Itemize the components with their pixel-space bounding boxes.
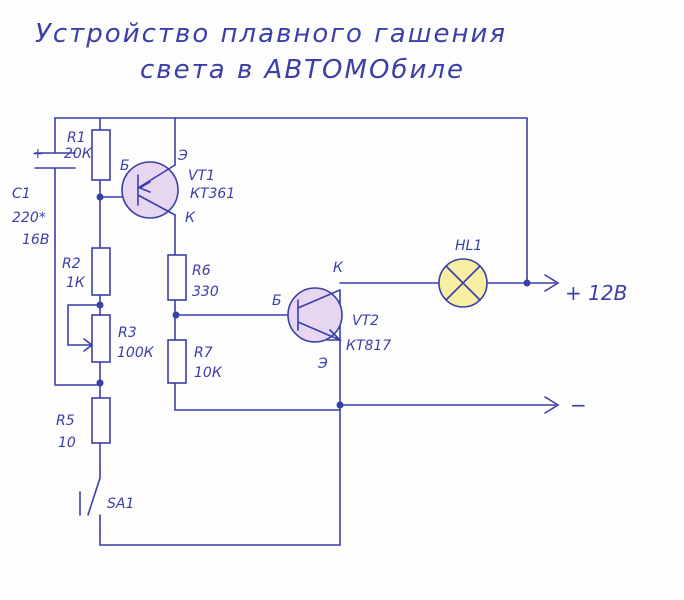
r7-name: R7 xyxy=(194,345,213,361)
nodes xyxy=(96,193,531,409)
vt2-name: VT2 xyxy=(352,313,379,329)
c1-name: C1 xyxy=(12,186,31,202)
r3-name: R3 xyxy=(118,325,137,341)
r5-value: 10 xyxy=(58,435,76,451)
r5-name: R5 xyxy=(56,413,75,429)
r6-value: 330 xyxy=(192,284,219,300)
vt1-transistor xyxy=(121,161,179,219)
hl1-lamp xyxy=(438,258,488,308)
vt1-emitter-label: Э xyxy=(177,148,188,164)
r1-name: R1 xyxy=(67,130,86,146)
sa1-switch xyxy=(79,469,112,531)
vt2-transistor xyxy=(287,287,343,343)
vt1-type: КТ361 xyxy=(190,186,235,202)
c1-voltage: 16В xyxy=(22,232,49,248)
r1-value: 20К xyxy=(64,146,93,162)
r7-value: 10К xyxy=(194,365,223,381)
title-line-2: света в АВТОМОбиле xyxy=(140,55,465,85)
positive-terminal-label: + 12В xyxy=(565,281,627,305)
r6-resistor xyxy=(167,254,187,301)
vt2-type: КТ817 xyxy=(346,338,391,354)
r3-resistor xyxy=(91,314,111,363)
hl1-name: HL1 xyxy=(455,238,482,254)
r6-name: R6 xyxy=(192,263,211,279)
sa1-name: SA1 xyxy=(107,496,134,512)
vt2-base-label: Б xyxy=(272,293,282,309)
r2-resistor xyxy=(91,247,111,296)
vt2-collector-label: К xyxy=(333,260,344,276)
r2-name: R2 xyxy=(62,256,81,272)
vt1-collector-label: К xyxy=(185,210,196,226)
vt1-name: VT1 xyxy=(188,168,215,184)
c1-polarity: + xyxy=(32,146,44,162)
r2-value: 1К xyxy=(66,275,86,291)
r1-resistor xyxy=(91,129,111,181)
vt2-emitter-label: Э xyxy=(317,356,328,372)
c1-value: 220* xyxy=(12,210,46,226)
negative-terminal-label: − xyxy=(570,393,587,417)
r7-resistor xyxy=(167,339,187,384)
vt1-base-label: Б xyxy=(120,158,130,174)
r5-resistor xyxy=(91,397,111,444)
title-line-1: Устройство плавного гашения xyxy=(35,19,507,49)
r3-value: 100К xyxy=(117,345,155,361)
